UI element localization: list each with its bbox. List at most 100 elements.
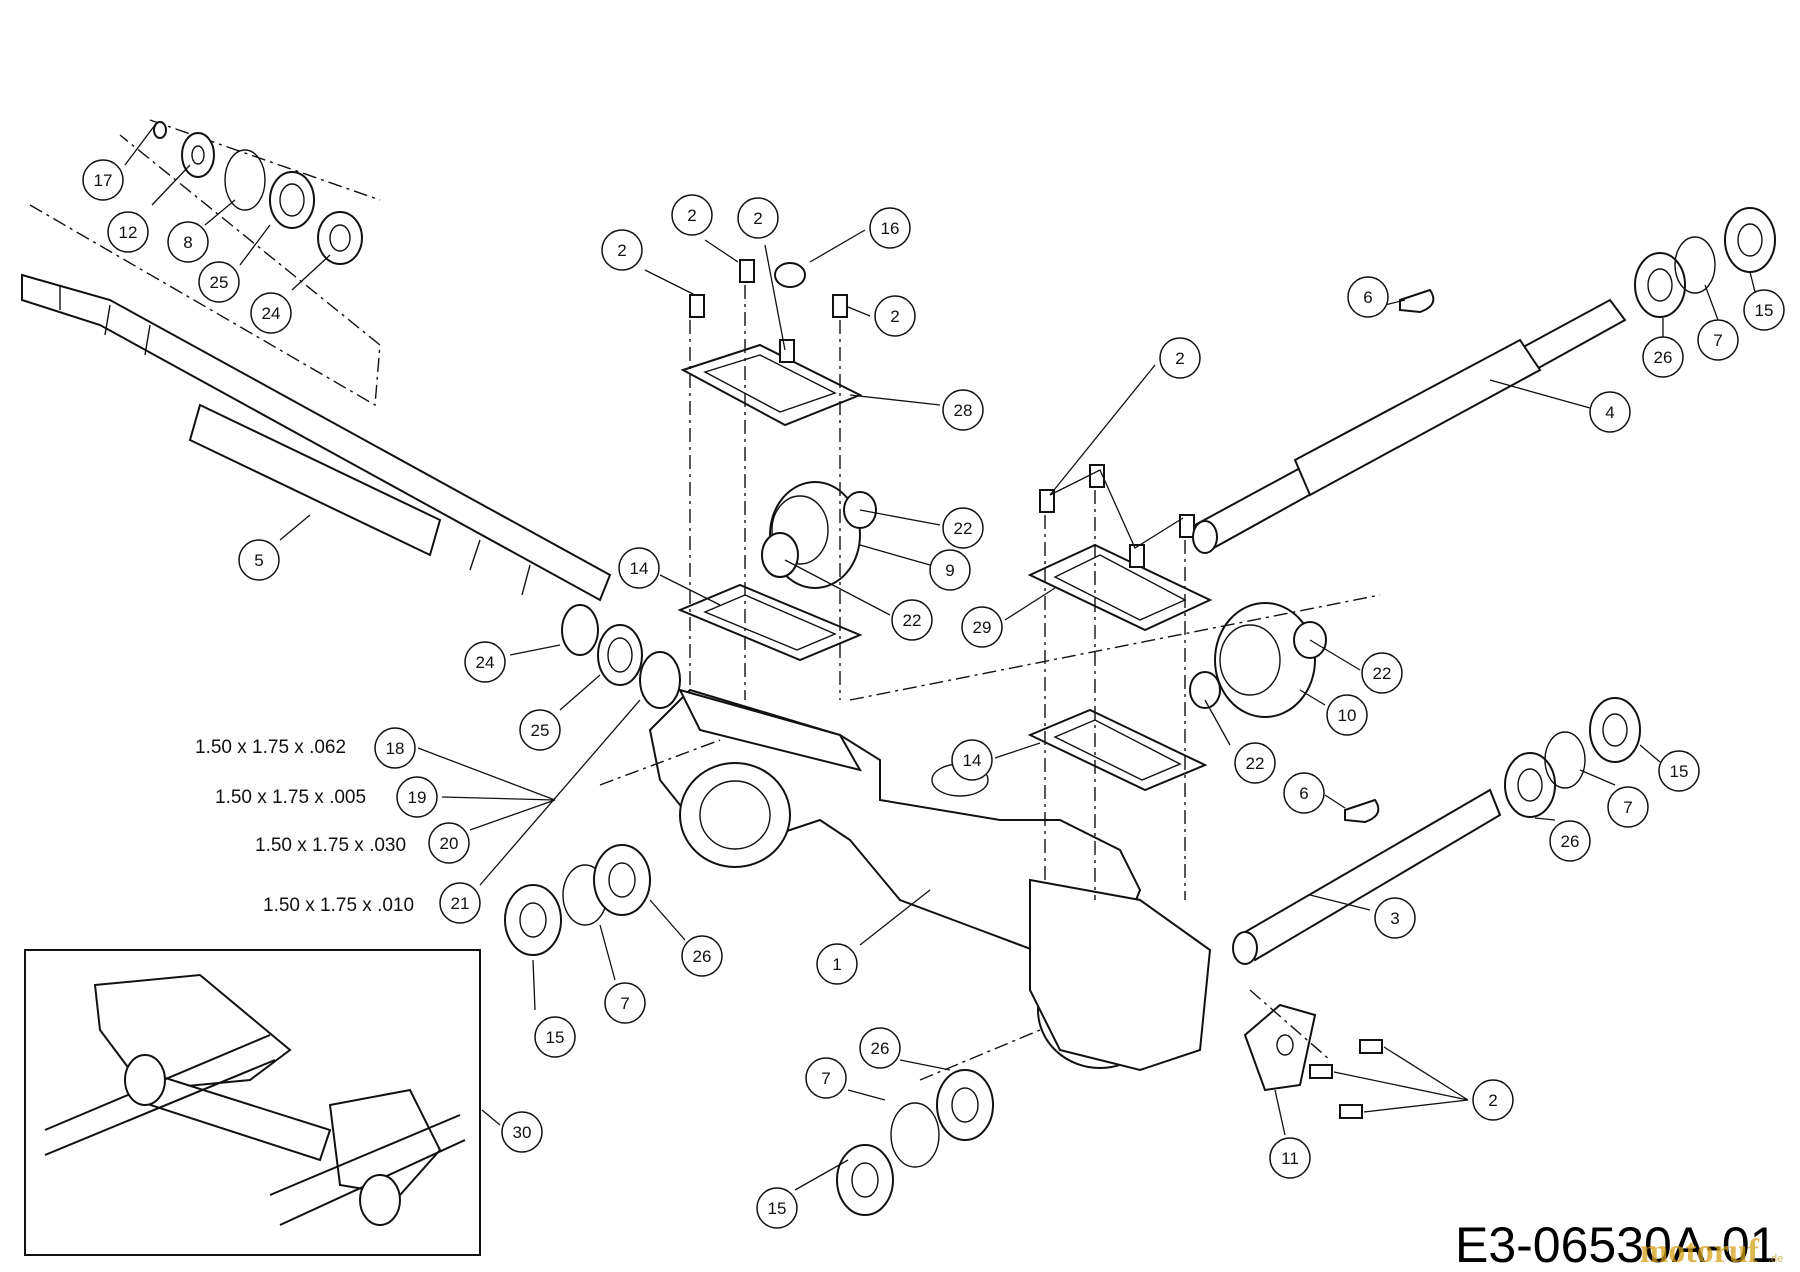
callout-7: 7 bbox=[1697, 319, 1739, 361]
leader-line bbox=[1274, 1089, 1286, 1136]
callout-bubble bbox=[618, 547, 660, 589]
callout-label: 16 bbox=[881, 219, 900, 238]
callout-label: 3 bbox=[1390, 909, 1399, 928]
callout-7: 7 bbox=[604, 982, 646, 1024]
callout-20: 20 bbox=[428, 822, 470, 864]
bolts bbox=[689, 259, 1195, 568]
axle-shafts bbox=[1192, 298, 1627, 965]
callout-label: 25 bbox=[210, 273, 229, 292]
leader-line bbox=[994, 742, 1041, 759]
callout-label: 2 bbox=[890, 307, 899, 326]
callout-bubble bbox=[942, 389, 984, 431]
leader-line bbox=[239, 224, 271, 266]
callout-6: 6 bbox=[1283, 772, 1325, 814]
callout-label: 29 bbox=[973, 618, 992, 637]
leader-line bbox=[279, 514, 311, 541]
assembled-view-inset bbox=[24, 949, 481, 1256]
callout-label: 4 bbox=[1605, 403, 1614, 422]
callout-2: 2 bbox=[737, 197, 779, 239]
callout-label: 22 bbox=[1246, 754, 1265, 773]
callout-18: 18 bbox=[374, 727, 416, 769]
callout-label: 17 bbox=[94, 171, 113, 190]
leader-line bbox=[1704, 284, 1719, 321]
leader-line bbox=[479, 699, 641, 886]
leader-line bbox=[599, 924, 616, 981]
drawing-code: E3-06530A-01 bbox=[1455, 1217, 1777, 1272]
leader-line bbox=[847, 1089, 886, 1101]
callout-bubble bbox=[1743, 289, 1785, 331]
callout-label: 22 bbox=[1373, 664, 1392, 683]
callout-label: 19 bbox=[408, 788, 427, 807]
leader-line bbox=[1749, 271, 1756, 293]
callout-label: 2 bbox=[1488, 1091, 1497, 1110]
leader-line bbox=[1489, 379, 1591, 409]
shaft-end-bearings bbox=[561, 604, 681, 709]
leader-line bbox=[899, 1059, 951, 1071]
cover-plates bbox=[677, 343, 1213, 792]
callout-15: 15 bbox=[756, 1187, 798, 1229]
svg-text:motoruf: motoruf bbox=[1640, 1233, 1760, 1270]
callout-24: 24 bbox=[250, 292, 292, 334]
callout-label: 2 bbox=[687, 206, 696, 225]
callout-bubble bbox=[1326, 694, 1368, 736]
callout-label: 26 bbox=[1561, 832, 1580, 851]
leader-line bbox=[784, 559, 891, 616]
callout-label: 11 bbox=[1281, 1149, 1299, 1168]
leader-line bbox=[1309, 894, 1371, 911]
callout-bubble bbox=[396, 776, 438, 818]
callout-bubble bbox=[805, 1057, 847, 1099]
callout-bubble bbox=[519, 709, 561, 751]
spacer-spec-19: 1.50 x 1.75 x .005 bbox=[215, 787, 366, 808]
callout-26: 26 bbox=[1642, 336, 1684, 378]
callout-4: 4 bbox=[1589, 391, 1631, 433]
callout-bubble bbox=[869, 207, 911, 249]
callout-label: 22 bbox=[954, 519, 973, 538]
leader-line bbox=[1309, 639, 1361, 671]
callout-bubble bbox=[951, 739, 993, 781]
gears bbox=[761, 481, 1327, 718]
leader-line bbox=[859, 889, 931, 946]
leader-line bbox=[1534, 817, 1556, 821]
callout-bubble bbox=[1549, 820, 1591, 862]
callout-label: 24 bbox=[476, 653, 495, 672]
callout-bubble bbox=[756, 1187, 798, 1229]
callout-label: 7 bbox=[821, 1069, 830, 1088]
callout-label: 7 bbox=[1623, 798, 1632, 817]
leader-line bbox=[1324, 794, 1346, 809]
callout-bubble bbox=[601, 229, 643, 271]
leader-line bbox=[1004, 587, 1056, 621]
callout-bubble bbox=[464, 641, 506, 683]
leader-line bbox=[644, 269, 696, 296]
leader-line bbox=[1579, 769, 1616, 786]
leader-line bbox=[794, 1159, 849, 1191]
leader-line bbox=[859, 544, 931, 566]
callout-bubble bbox=[501, 1111, 543, 1153]
leader-line bbox=[809, 229, 866, 263]
callout-8: 8 bbox=[167, 221, 209, 263]
callout-label: 15 bbox=[768, 1199, 787, 1218]
callout-2: 2 bbox=[874, 295, 916, 337]
callout-label: 26 bbox=[693, 947, 712, 966]
callout-25: 25 bbox=[519, 709, 561, 751]
callout-bubble bbox=[1658, 750, 1700, 792]
callout-bubble bbox=[1361, 652, 1403, 694]
callout-label: 20 bbox=[440, 834, 459, 853]
callout-15: 15 bbox=[1658, 750, 1700, 792]
callout-bubble bbox=[238, 539, 280, 581]
callout-bubble bbox=[198, 261, 240, 303]
callout-16: 16 bbox=[869, 207, 911, 249]
callout-label: 5 bbox=[254, 551, 263, 570]
leader-line bbox=[1639, 744, 1661, 763]
leader-line bbox=[124, 124, 156, 166]
callout-1: 1 bbox=[816, 943, 858, 985]
callout-label: 15 bbox=[1670, 762, 1689, 781]
callout-26: 26 bbox=[681, 935, 723, 977]
callout-5: 5 bbox=[238, 539, 280, 581]
callout-label: 22 bbox=[903, 611, 922, 630]
callout-bubble bbox=[167, 221, 209, 263]
leader-line bbox=[1049, 364, 1184, 549]
callout-26: 26 bbox=[859, 1027, 901, 1069]
callout-label: 15 bbox=[1755, 301, 1774, 320]
callout-21: 21 bbox=[439, 882, 481, 924]
leader-line bbox=[469, 799, 556, 831]
